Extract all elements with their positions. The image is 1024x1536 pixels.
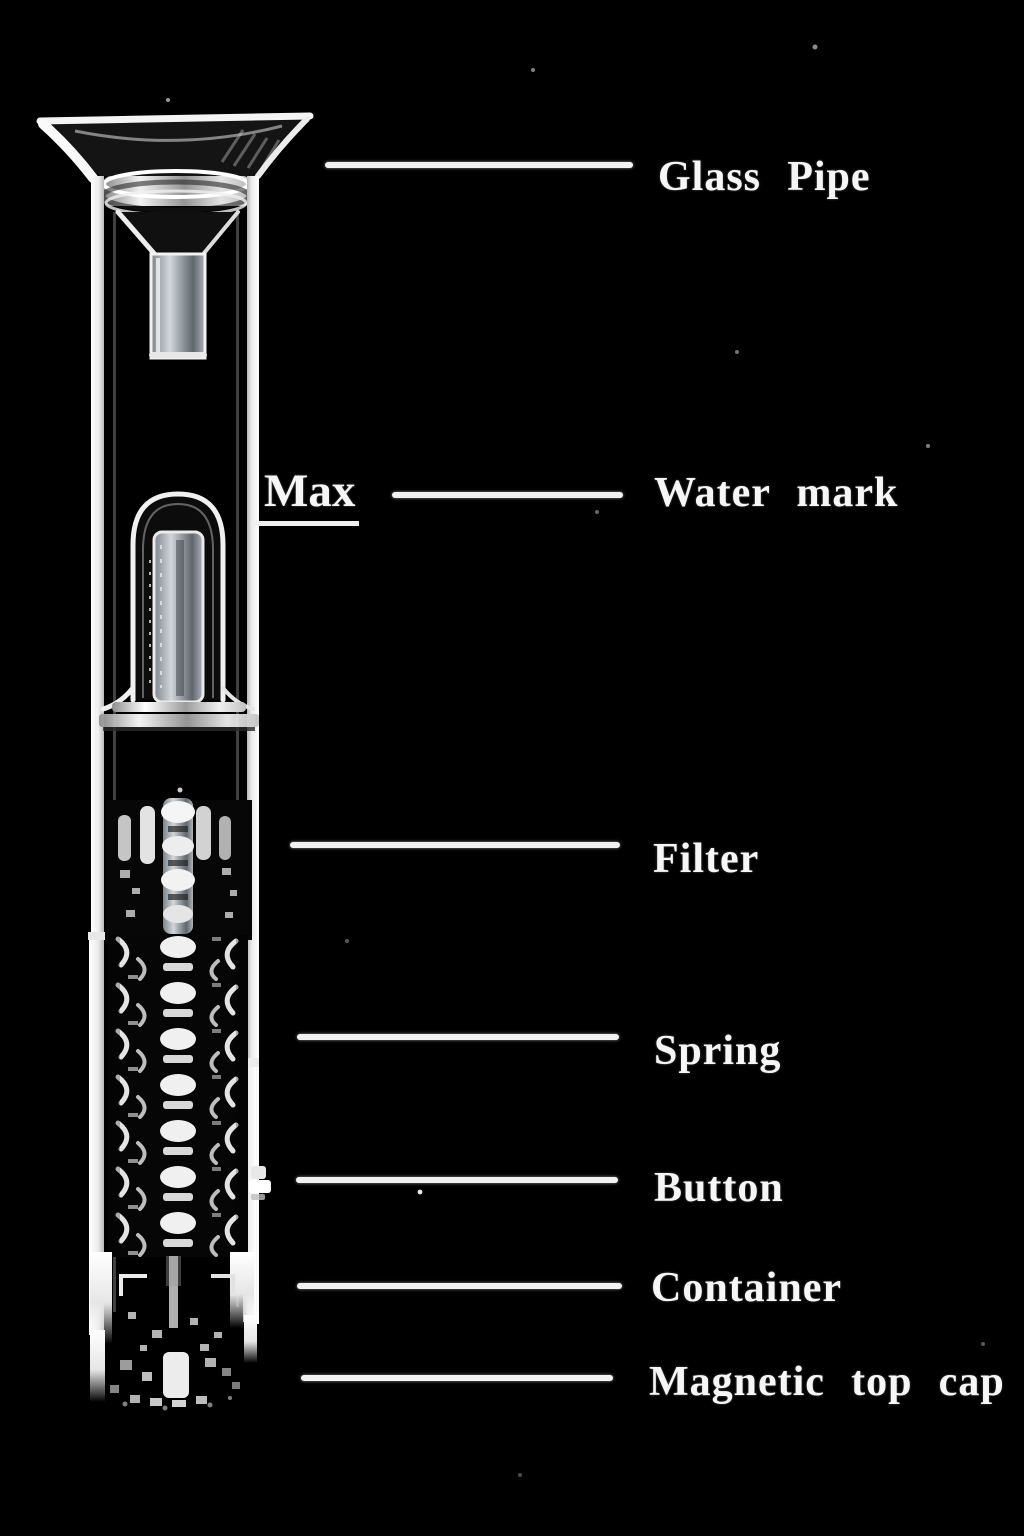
leader-line-spring <box>297 1034 619 1040</box>
container-body <box>90 1252 254 1351</box>
funnel-mouthpiece <box>36 112 314 183</box>
label-glass-pipe: Glass Pipe <box>658 154 871 200</box>
background-noise <box>166 44 985 1477</box>
leader-line-water-mark <box>392 492 623 498</box>
inner-mouth-tube <box>115 209 240 360</box>
leader-line-magnetic-top-cap <box>301 1375 613 1381</box>
leader-line-button <box>296 1177 618 1183</box>
label-container: Container <box>651 1265 842 1311</box>
button-nub <box>249 1166 271 1200</box>
leader-line-glass-pipe <box>325 162 633 168</box>
max-marker: Max <box>252 468 360 526</box>
label-magnetic-top-cap: Magnetic top cap <box>649 1359 1005 1405</box>
spring-coil <box>108 935 248 1257</box>
water-mark-float <box>99 491 259 793</box>
label-button: Button <box>654 1165 784 1211</box>
magnetic-top-cap-part <box>110 1352 240 1411</box>
leader-line-container <box>297 1283 622 1289</box>
label-filter: Filter <box>653 836 760 882</box>
label-water-mark: Water mark <box>654 470 899 516</box>
label-spring: Spring <box>654 1028 782 1074</box>
glass-collar-ring <box>100 169 252 217</box>
leader-line-filter <box>290 842 620 848</box>
filter-assembly <box>106 798 252 940</box>
